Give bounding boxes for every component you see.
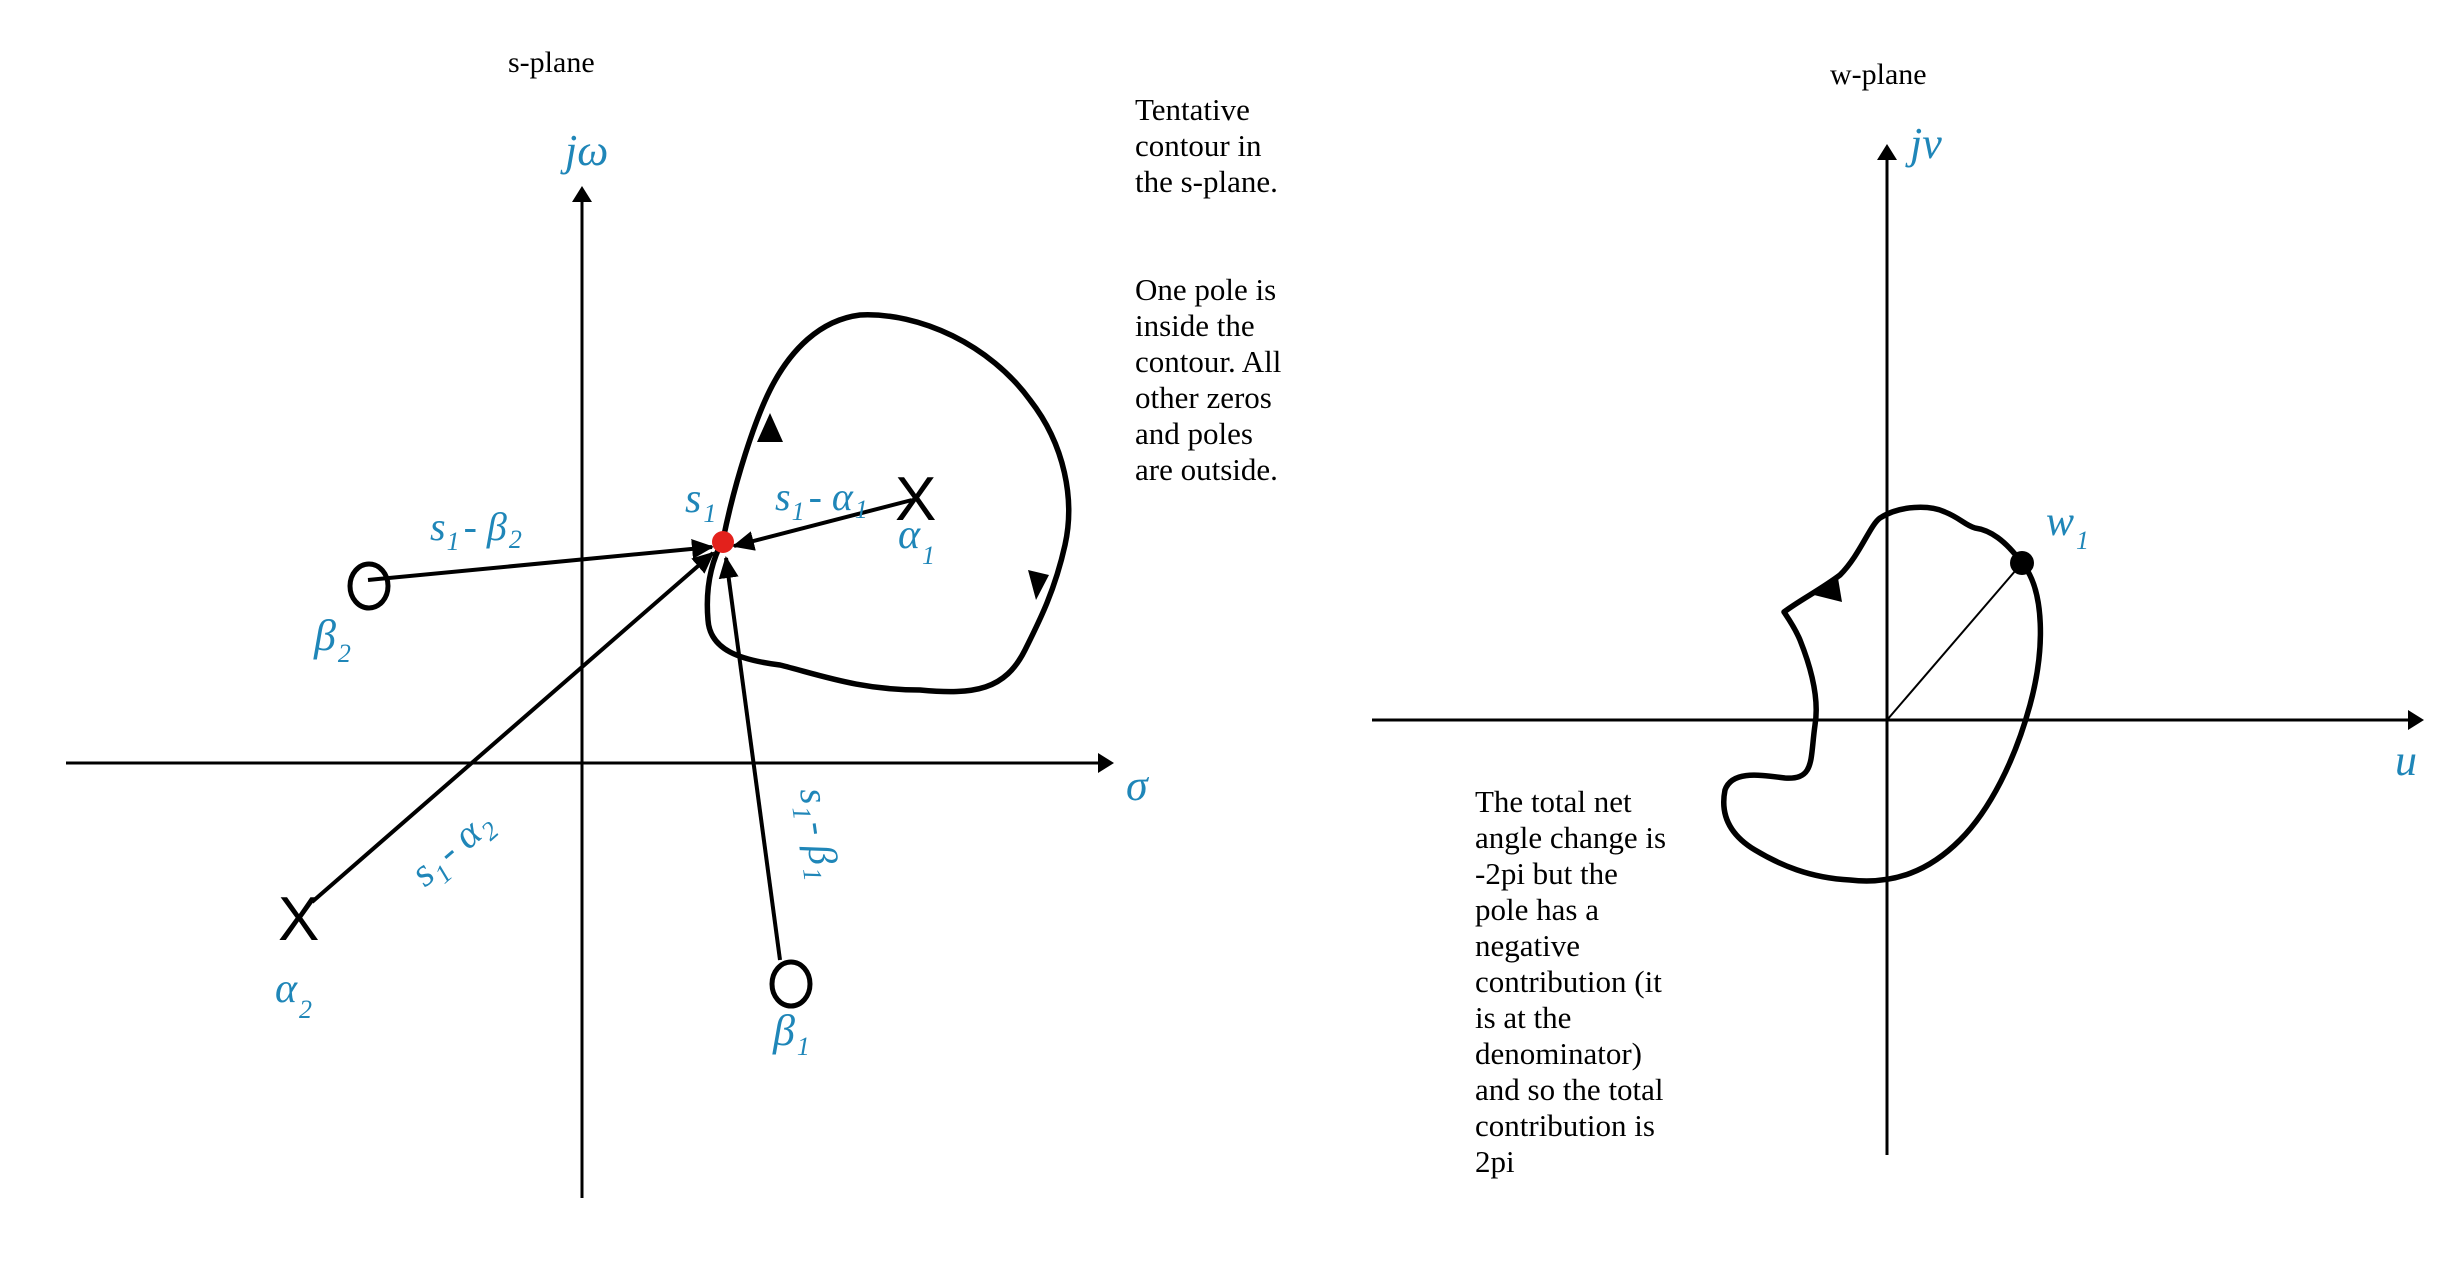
s-contour <box>704 312 1072 695</box>
s-plane-title: s-plane <box>508 46 595 79</box>
pole-alpha1-marker: X <box>895 465 936 534</box>
w-real-axis-label: u <box>2395 736 2417 785</box>
pole-alpha2-label: α2 <box>275 966 312 1024</box>
w-imag-axis-arrowhead <box>1877 144 1897 160</box>
vector-label-s1-alpha1: s1- α1 <box>775 474 868 526</box>
vector-alpha1-to-s1 <box>732 498 913 551</box>
s-plane-note-poles: One pole is inside the contour. All othe… <box>1135 272 1289 487</box>
s-plane: s-plane jω σ s1 X α1 X α2 β1 β2 s1- α1 s… <box>66 46 1289 1198</box>
s-plane-note-contour: Tentative contour in the s-plane. <box>1135 92 1278 199</box>
s-real-axis-arrowhead <box>1098 753 1114 773</box>
pole-alpha1-label: α1 <box>898 512 935 570</box>
zero-beta2-label: β2 <box>313 611 351 668</box>
s-real-axis-label: σ <box>1126 761 1150 810</box>
w-plane: w-plane jv u w1 The total net angle chan… <box>1372 58 2424 1179</box>
vector-alpha2-to-s1 <box>310 551 715 904</box>
s1-label: s1 <box>685 476 716 528</box>
w1-point <box>2010 551 2034 575</box>
s-imag-axis-label: jω <box>560 126 608 175</box>
w-contour <box>1721 504 2044 884</box>
s-imag-axis-arrowhead <box>572 186 592 202</box>
pole-alpha2-marker: X <box>278 885 319 954</box>
w1-radius-line <box>1886 562 2023 721</box>
s1-point <box>712 531 734 553</box>
contour-arrow-down <box>1028 570 1049 600</box>
zero-beta2-marker <box>347 561 391 611</box>
zero-beta1-marker <box>769 959 813 1009</box>
w1-label: w1 <box>2046 499 2089 555</box>
w-imag-axis-label: jv <box>1905 119 1942 168</box>
w-real-axis-arrowhead <box>2408 710 2424 730</box>
w-plane-title: w-plane <box>1830 58 1927 91</box>
vector-beta1-to-s1 <box>718 556 782 961</box>
vector-label-s1-alpha2: s1- α2 <box>401 800 505 900</box>
vector-label-s1-beta2: s1- β2 <box>430 504 522 556</box>
contour-arrow-up <box>757 413 783 442</box>
vector-label-s1-beta1: s1- β1 <box>784 785 848 883</box>
vector-beta2-to-s1 <box>367 538 714 582</box>
zero-beta1-label: β1 <box>772 1006 810 1061</box>
w-plane-note: The total net angle change is -2pi but t… <box>1475 784 1674 1179</box>
w-contour-arrow <box>1810 578 1842 602</box>
